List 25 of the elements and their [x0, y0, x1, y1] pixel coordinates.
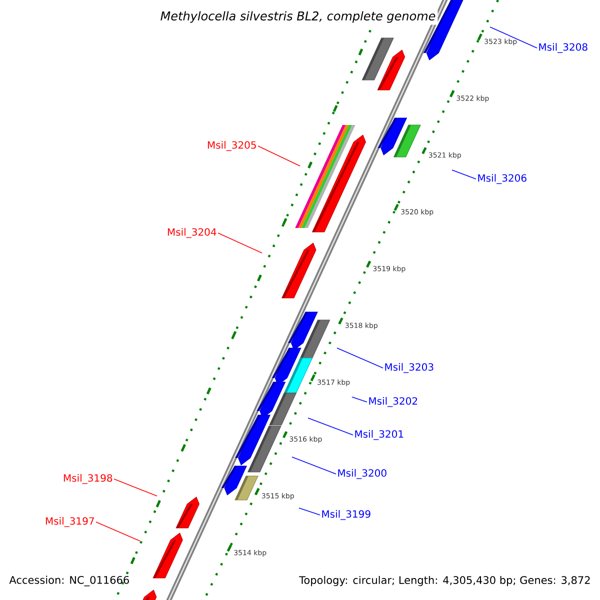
leader-line [452, 170, 476, 180]
gene-label: Msil_3206 [478, 174, 526, 184]
accession-label: Accession: NC_011666 [9, 576, 129, 586]
leader-line [292, 456, 336, 474]
gene-label: Msil_3197 [46, 517, 94, 527]
leader-line [352, 396, 368, 402]
gene-label: Msil_3202 [369, 397, 418, 407]
leader-line [258, 146, 300, 166]
gene-label: Msil_3201 [355, 430, 404, 440]
leader-line [308, 418, 354, 436]
gene-label: Msil_3204 [168, 228, 216, 238]
title: Methylocella silvestris BL2, complete genome [158, 9, 438, 25]
gene-label: Msil_3198 [64, 474, 112, 484]
leader-line [218, 232, 262, 254]
gene-label: Msil_3200 [338, 469, 386, 479]
leader-line [336, 348, 384, 368]
leader-line [96, 522, 140, 542]
gene-label: Msil_3199 [322, 510, 370, 520]
gene-label: Msil_3205 [208, 141, 256, 151]
leader-line [298, 508, 320, 516]
genome-info-label: Topology: circular; Length: 4,305,430 bp; Genes: 3,872 [299, 576, 590, 586]
gene-label: Msil_3203 [385, 363, 434, 373]
gene-label: Msil_3208 [539, 43, 588, 53]
leader-line [490, 26, 538, 48]
leader-line [114, 478, 158, 496]
